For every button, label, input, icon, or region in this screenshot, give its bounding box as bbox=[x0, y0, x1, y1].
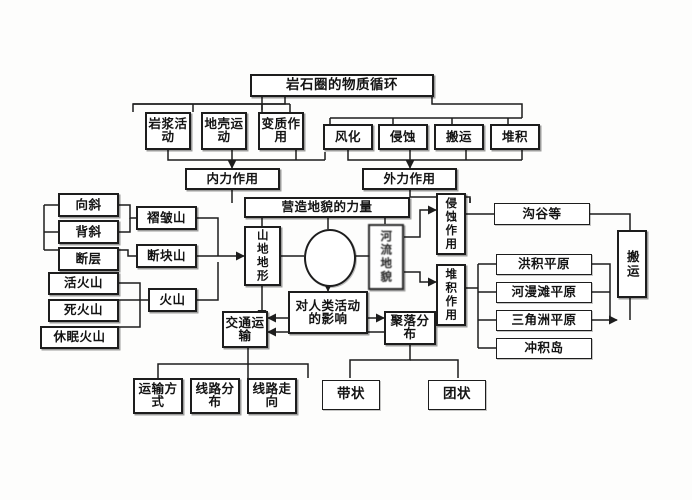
node-weathering[interactable]: 风化 bbox=[323, 124, 373, 150]
node-transport-process[interactable]: 搬运 bbox=[434, 124, 484, 150]
node-alluvial-fan-plain[interactable]: 洪积平原 bbox=[496, 254, 592, 275]
node-delta-plain[interactable]: 三角洲平原 bbox=[496, 310, 592, 331]
node-settlement-distribution[interactable]: 聚落分布 bbox=[384, 311, 436, 345]
node-dormant-volcano[interactable]: 休眠火山 bbox=[40, 326, 119, 349]
node-root[interactable]: 岩石圈的物质循环 bbox=[250, 74, 434, 97]
node-human-impact[interactable]: 对人类活动的影响 bbox=[288, 291, 368, 334]
node-route-distribution[interactable]: 线路分布 bbox=[190, 378, 240, 414]
node-active-volcano[interactable]: 活火山 bbox=[48, 272, 119, 295]
node-belt-shape[interactable]: 带状 bbox=[322, 380, 380, 410]
node-floodplain[interactable]: 河漫滩平原 bbox=[496, 282, 592, 303]
node-alluvial-island[interactable]: 冲积岛 bbox=[496, 338, 592, 359]
node-river-landform[interactable]: 河流地貌 bbox=[368, 224, 404, 290]
node-anticline[interactable]: 背斜 bbox=[58, 220, 119, 244]
node-metamorphism[interactable]: 变质作用 bbox=[258, 112, 304, 150]
node-block-mountain[interactable]: 断块山 bbox=[136, 244, 197, 268]
node-mountain-landform[interactable]: 山地地形 bbox=[244, 226, 281, 286]
node-dead-volcano[interactable]: 死火山 bbox=[48, 299, 119, 322]
node-fold-mountain[interactable]: 褶皱山 bbox=[136, 206, 197, 230]
node-erosion[interactable]: 侵蚀 bbox=[378, 124, 428, 150]
node-cluster-shape[interactable]: 团状 bbox=[428, 380, 486, 410]
node-internal-force[interactable]: 内力作用 bbox=[185, 168, 280, 190]
node-deposition[interactable]: 堆积 bbox=[490, 124, 540, 150]
node-deposition-action[interactable]: 堆积作用 bbox=[436, 264, 466, 326]
node-transport-mode[interactable]: 运输方式 bbox=[133, 378, 183, 414]
node-erosion-action[interactable]: 侵蚀作用 bbox=[436, 193, 466, 255]
node-center-hub[interactable] bbox=[304, 229, 356, 287]
node-transportation[interactable]: 交通运输 bbox=[222, 311, 268, 348]
node-magmatic-activity[interactable]: 岩浆活动 bbox=[145, 112, 191, 150]
node-external-force[interactable]: 外力作用 bbox=[362, 168, 457, 190]
node-crustal-movement[interactable]: 地壳运动 bbox=[201, 112, 247, 150]
node-transportation-action[interactable]: 搬运 bbox=[617, 230, 647, 298]
node-syncline[interactable]: 向斜 bbox=[58, 193, 119, 217]
node-shaping-force[interactable]: 营造地貌的力量 bbox=[244, 197, 410, 218]
node-gully[interactable]: 沟谷等 bbox=[494, 203, 590, 225]
node-volcano[interactable]: 火山 bbox=[148, 288, 197, 312]
node-route-direction[interactable]: 线路走向 bbox=[247, 378, 297, 414]
node-fault[interactable]: 断层 bbox=[58, 247, 119, 271]
